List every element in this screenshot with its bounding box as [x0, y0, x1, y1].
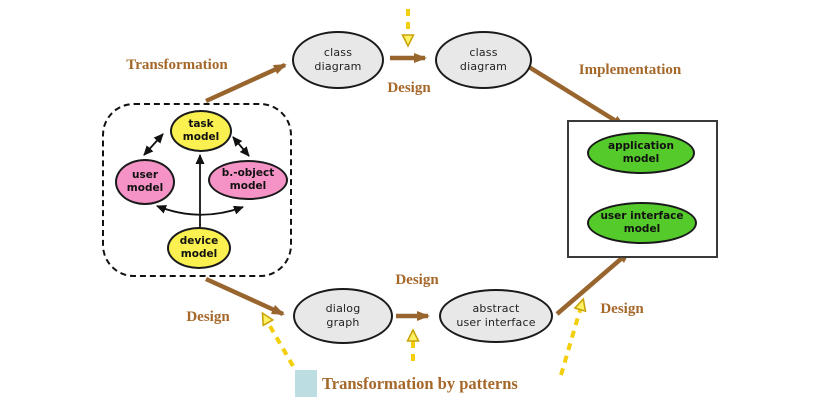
node-application-model: application model — [587, 132, 695, 174]
arrow-task-bobject — [232, 136, 250, 157]
node-dialog-graph: dialog graph — [293, 288, 393, 344]
node-b-object-model-label: b.-object model — [221, 166, 275, 192]
node-device-model-label: device model — [179, 234, 219, 260]
node-task-model-label: task model — [182, 117, 220, 143]
label-design-top: Design — [387, 80, 431, 96]
label-transformation-by-patterns: Transformation by patterns — [322, 374, 518, 393]
node-abstract-user-interface: abstract user interface — [439, 289, 553, 343]
node-class-diagram-2-label: class diagram — [459, 46, 508, 73]
arrow-design-bottom-left — [205, 276, 285, 317]
source-models-group-box — [102, 103, 292, 277]
arrow-implementation — [527, 65, 626, 128]
yellow-dashed-arrows — [261, 9, 583, 376]
node-user-model: user model — [115, 159, 175, 205]
node-device-model: device model — [167, 227, 231, 269]
node-application-model-label: application model — [608, 139, 674, 165]
arrow-patterns-left — [261, 314, 295, 367]
arrow-task-user — [143, 133, 164, 156]
node-class-diagram-1-label: class diagram — [314, 46, 362, 73]
patterns-legend-swatch — [295, 370, 317, 397]
label-implementation: Implementation — [578, 62, 682, 78]
label-design-bottom-right: Design — [600, 301, 644, 317]
arrow-user-bobject-arc — [156, 205, 244, 216]
node-user-model-label: user model — [126, 168, 164, 194]
arrow-transformation — [205, 62, 287, 104]
node-class-diagram-2: class diagram — [435, 31, 532, 89]
node-user-interface-model: user interface model — [587, 202, 697, 244]
label-design-bottom-middle: Design — [395, 272, 439, 288]
node-class-diagram-1: class diagram — [292, 31, 384, 89]
node-user-interface-model-label: user interface model — [600, 209, 684, 235]
node-abstract-user-interface-label: abstract user interface — [456, 302, 536, 329]
node-b-object-model: b.-object model — [208, 160, 288, 200]
brown-arrows — [205, 53, 631, 321]
arrow-design-bottom-right — [555, 250, 631, 316]
label-design-bottom-left: Design — [186, 309, 230, 325]
label-transformation: Transformation — [126, 57, 228, 73]
arrow-patterns-right — [559, 300, 583, 376]
node-task-model: task model — [170, 110, 232, 152]
node-dialog-graph-label: dialog graph — [325, 302, 361, 329]
